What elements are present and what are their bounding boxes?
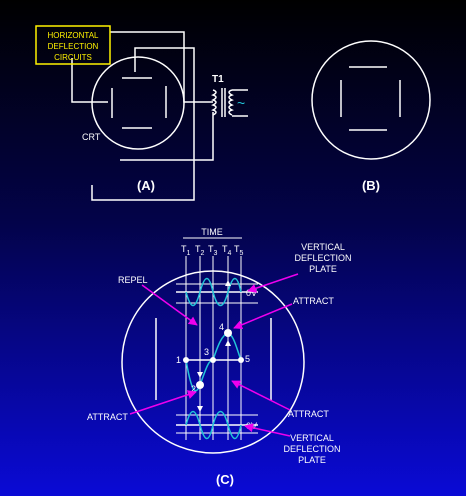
attract-top-label: ATTRACT <box>293 296 334 306</box>
horizontal-plates-c <box>155 318 272 400</box>
horizontal-deflection-box <box>35 25 111 65</box>
point-label-4: 4 <box>219 322 224 332</box>
top-plate-waveform <box>176 277 258 307</box>
transformer-label: T1 <box>212 74 224 85</box>
arrow-attract-top <box>233 303 293 330</box>
tick-t4: T4 <box>222 244 232 257</box>
bottom-plate-label-line1: VERTICAL <box>290 433 334 443</box>
box-label-line1: HORIZONTAL <box>48 31 100 40</box>
bottom-plate-label-line3: PLATE <box>298 455 326 465</box>
transformer-t1 <box>211 88 234 117</box>
attract-left-label: ATTRACT <box>87 412 128 422</box>
arrow-repel <box>141 284 198 326</box>
panel-a: HORIZONTAL DEFLECTION CIRCUITS CRT T1 ~ … <box>35 25 248 201</box>
arrow-attract-left <box>129 390 197 415</box>
attract-right-label: ATTRACT <box>288 409 329 419</box>
arrow-attract-right <box>231 380 291 411</box>
point-labels: 1 2 3 4 5 <box>176 322 250 394</box>
crt-a-plates <box>111 77 167 129</box>
box-label-line2: DEFLECTION <box>48 42 99 51</box>
point-label-2: 2 <box>191 384 196 394</box>
arrow-bottom-plate <box>244 423 291 437</box>
caption-b: (B) <box>362 178 380 193</box>
tick-t3: T3 <box>208 244 218 257</box>
point-4 <box>224 329 232 337</box>
repel-label: REPEL <box>118 275 148 285</box>
tick-t1: T1 <box>181 244 191 257</box>
trace-points <box>183 329 244 389</box>
top-plate-label-line2: DEFLECTION <box>294 253 351 263</box>
point-label-5: 5 <box>245 354 250 364</box>
panel-a-wiring <box>71 31 248 201</box>
box-label-line3: CIRCUITS <box>54 53 92 62</box>
caption-c: (C) <box>216 472 234 487</box>
direction-arrows <box>197 280 231 412</box>
pointer-arrows <box>129 273 299 437</box>
point-2 <box>196 381 204 389</box>
point-3 <box>210 357 216 363</box>
crt-label: CRT <box>82 132 101 142</box>
tick-t2: T2 <box>195 244 205 257</box>
zero-volt-top: 0V <box>246 288 257 298</box>
point-label-1: 1 <box>176 355 181 365</box>
crt-b-trace <box>340 66 401 131</box>
panel-c-labels: VERTICAL DEFLECTION PLATE REPEL ATTRACT … <box>87 242 352 465</box>
point-label-3: 3 <box>204 347 209 357</box>
caption-a: (A) <box>137 178 155 193</box>
ac-source-icon: ~ <box>237 95 245 111</box>
crt-b-screen <box>311 40 431 160</box>
arrow-top-plate <box>247 273 299 293</box>
panel-b: (B) <box>311 40 431 193</box>
point-5 <box>238 357 244 363</box>
time-ticks: T1 T2 T3 T4 T5 <box>181 244 244 257</box>
top-plate-label-line1: VERTICAL <box>301 242 345 252</box>
time-label: TIME <box>201 227 223 237</box>
panel-c: TIME T1 T2 T3 T4 T5 <box>87 227 352 487</box>
crt-a-screen <box>91 56 185 150</box>
bottom-plate-label-line2: DEFLECTION <box>283 444 340 454</box>
top-plate-label-line3: PLATE <box>309 264 337 274</box>
point-1 <box>183 357 189 363</box>
tick-t5: T5 <box>234 244 244 257</box>
